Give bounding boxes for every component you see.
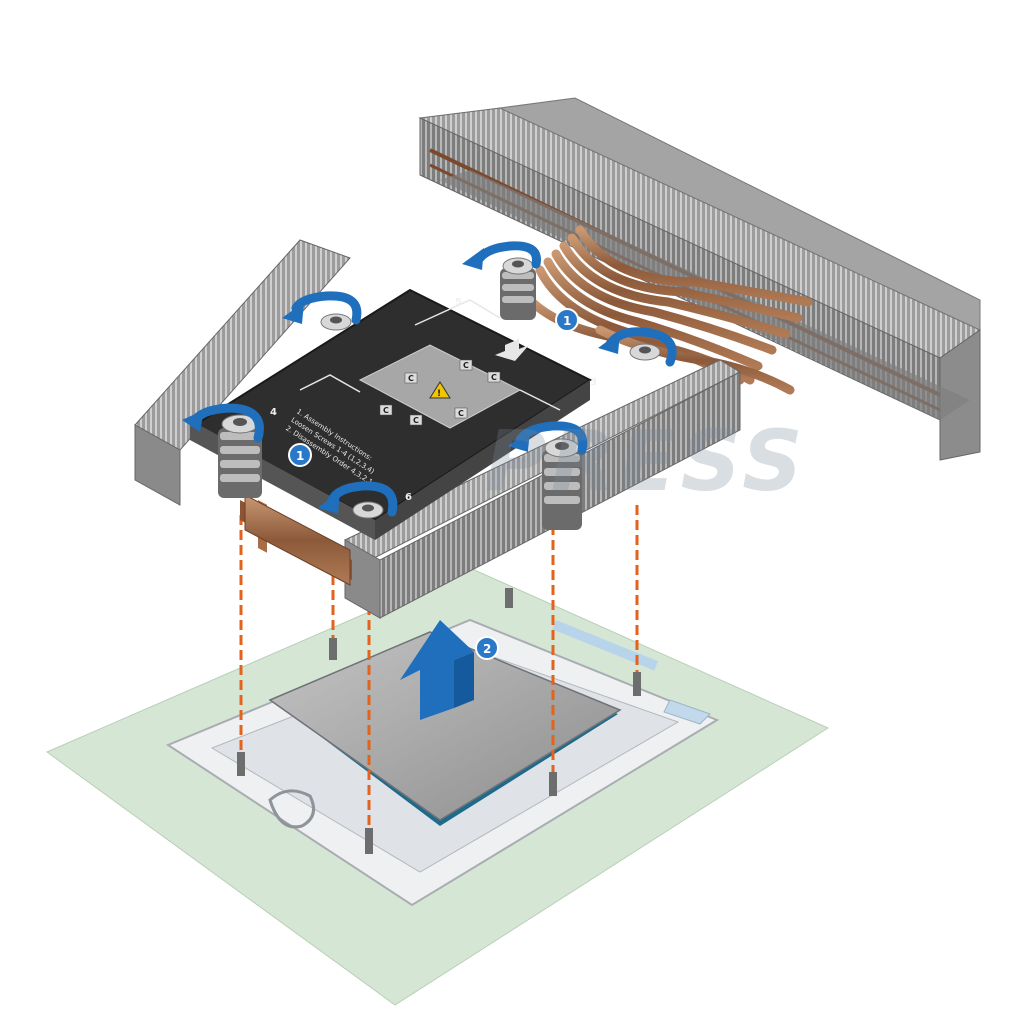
rotate-ccw-arrow-icon [508, 421, 588, 455]
svg-text:!: ! [437, 389, 441, 399]
rotate-ccw-arrow-icon [462, 241, 541, 270]
screw-number-marks: 5 3 4 6 [270, 297, 597, 503]
step-badge-icon [555, 308, 579, 332]
step-number: 1 [563, 314, 571, 328]
pad-mark: C [491, 373, 497, 382]
warning-triangle-icon [429, 381, 451, 399]
rotation-arrows [182, 241, 677, 517]
captive-screws [218, 257, 661, 530]
rotate-ccw-arrow-icon [182, 403, 264, 443]
captive-screw [629, 343, 661, 361]
watermark: PRESS [485, 412, 807, 510]
captive-screw [500, 257, 536, 320]
step-badge-1-top: 1 [555, 308, 579, 332]
screw-number: 6 [405, 492, 412, 503]
captive-screw [352, 501, 384, 519]
pad-mark: C [408, 374, 414, 383]
copper-base-fins [240, 494, 352, 586]
screw-number: 3 [590, 377, 597, 388]
screw-number: 4 [270, 407, 277, 418]
step-badge-icon [288, 443, 312, 467]
rotate-ccw-arrow-icon [282, 291, 362, 325]
rotate-ccw-arrow-icon [598, 327, 677, 367]
cpu-processor [268, 631, 622, 826]
captive-screw [218, 414, 262, 498]
pad-mark: C [383, 406, 389, 415]
step-badge-icon [475, 636, 499, 660]
rotate-ccw-arrow-icon [318, 481, 398, 517]
lift-up-arrow-icon [400, 620, 474, 720]
socket-guide-pins [237, 588, 641, 854]
pad-mark: C [458, 409, 464, 418]
step-number: 2 [483, 642, 491, 656]
captive-screw [320, 313, 352, 331]
pad-marks: C C C C C C [379, 359, 501, 426]
orientation-arrow-icon [495, 339, 529, 361]
pad-mark: C [413, 416, 419, 425]
screw-number: 5 [455, 297, 462, 308]
step-badge-1-left: 1 [288, 443, 312, 467]
step-badge-2: 2 [475, 636, 499, 660]
alignment-guide-lines [239, 505, 639, 828]
step-number: 1 [296, 449, 304, 463]
pad-mark: C [463, 361, 469, 370]
captive-screw [542, 438, 582, 530]
